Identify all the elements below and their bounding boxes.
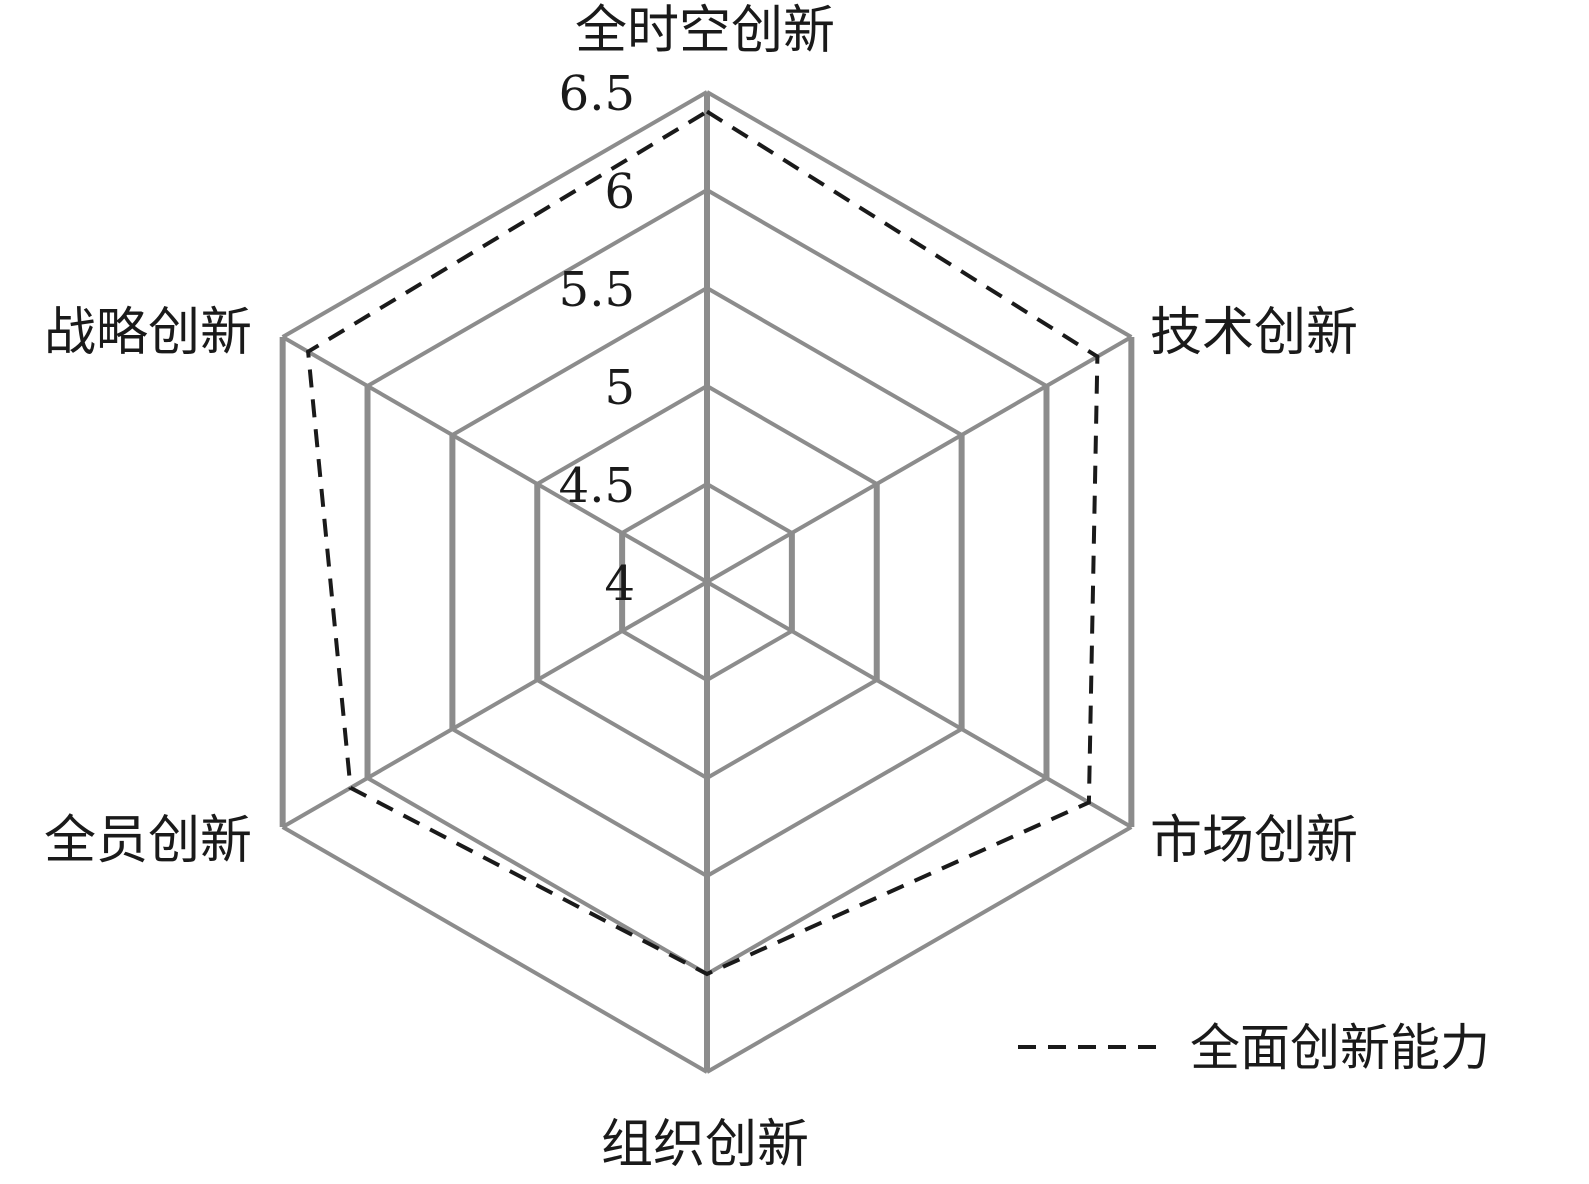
grid-ring-edge [281,825,709,1074]
grid-ring-edge [705,678,878,780]
grid-ring-edge [621,482,709,535]
axis-label-organization: 组织创新 [601,1115,809,1175]
grid-ring-edge [451,286,708,437]
axis-label-market: 市场创新 [1150,811,1358,871]
legend-label: 全面创新能力 [1190,1019,1490,1077]
spoke [281,580,709,829]
axis-labels: 全时空创新 技术创新 市场创新 组织创新 全员创新 战略创新 [44,1,1358,1175]
grid-ring-edge [705,727,963,878]
axis-label-strategy: 战略创新 [44,303,252,363]
spoke [705,335,1133,584]
tick-label: 4 [604,556,635,612]
series-line-overall-innovation [305,109,1100,977]
tick-label: 4.5 [559,458,635,514]
grid-ring-edge [536,678,709,780]
grid-ring-edge [705,482,793,535]
tick-label: 5 [604,360,635,416]
axis-label-all-staff: 全员创新 [44,811,252,871]
grid-ring-edge [451,727,708,878]
axis-label-spatiotemporal: 全时空创新 [575,1,835,61]
grid [279,90,1135,1074]
grid-ring-edge [705,90,1133,339]
spokes [281,92,1133,1072]
grid-ring-edge [705,825,1133,1074]
grid-ring-edge [705,188,1048,388]
spoke [705,580,1133,829]
tick-label: 5.5 [559,262,635,318]
grid-ring-edge [621,629,709,682]
tick-label: 6 [604,164,635,220]
tick-labels: 4 4.5 5 5.5 6 6.5 [559,66,635,612]
grid-ring-edge [281,90,709,339]
grid-ring-edge [705,384,878,486]
grid-ring-edge [366,776,708,976]
grid-ring-edge [536,384,709,486]
grid-ring-edge [366,188,708,388]
series-layer [305,109,1100,977]
spoke [281,335,709,584]
axis-label-technology: 技术创新 [1150,303,1358,363]
grid-ring-edge [705,286,963,437]
grid-ring-edge [705,776,1048,976]
grid-ring-edge [705,629,793,682]
tick-label: 6.5 [559,66,635,122]
legend: 全面创新能力 [1018,1019,1490,1077]
